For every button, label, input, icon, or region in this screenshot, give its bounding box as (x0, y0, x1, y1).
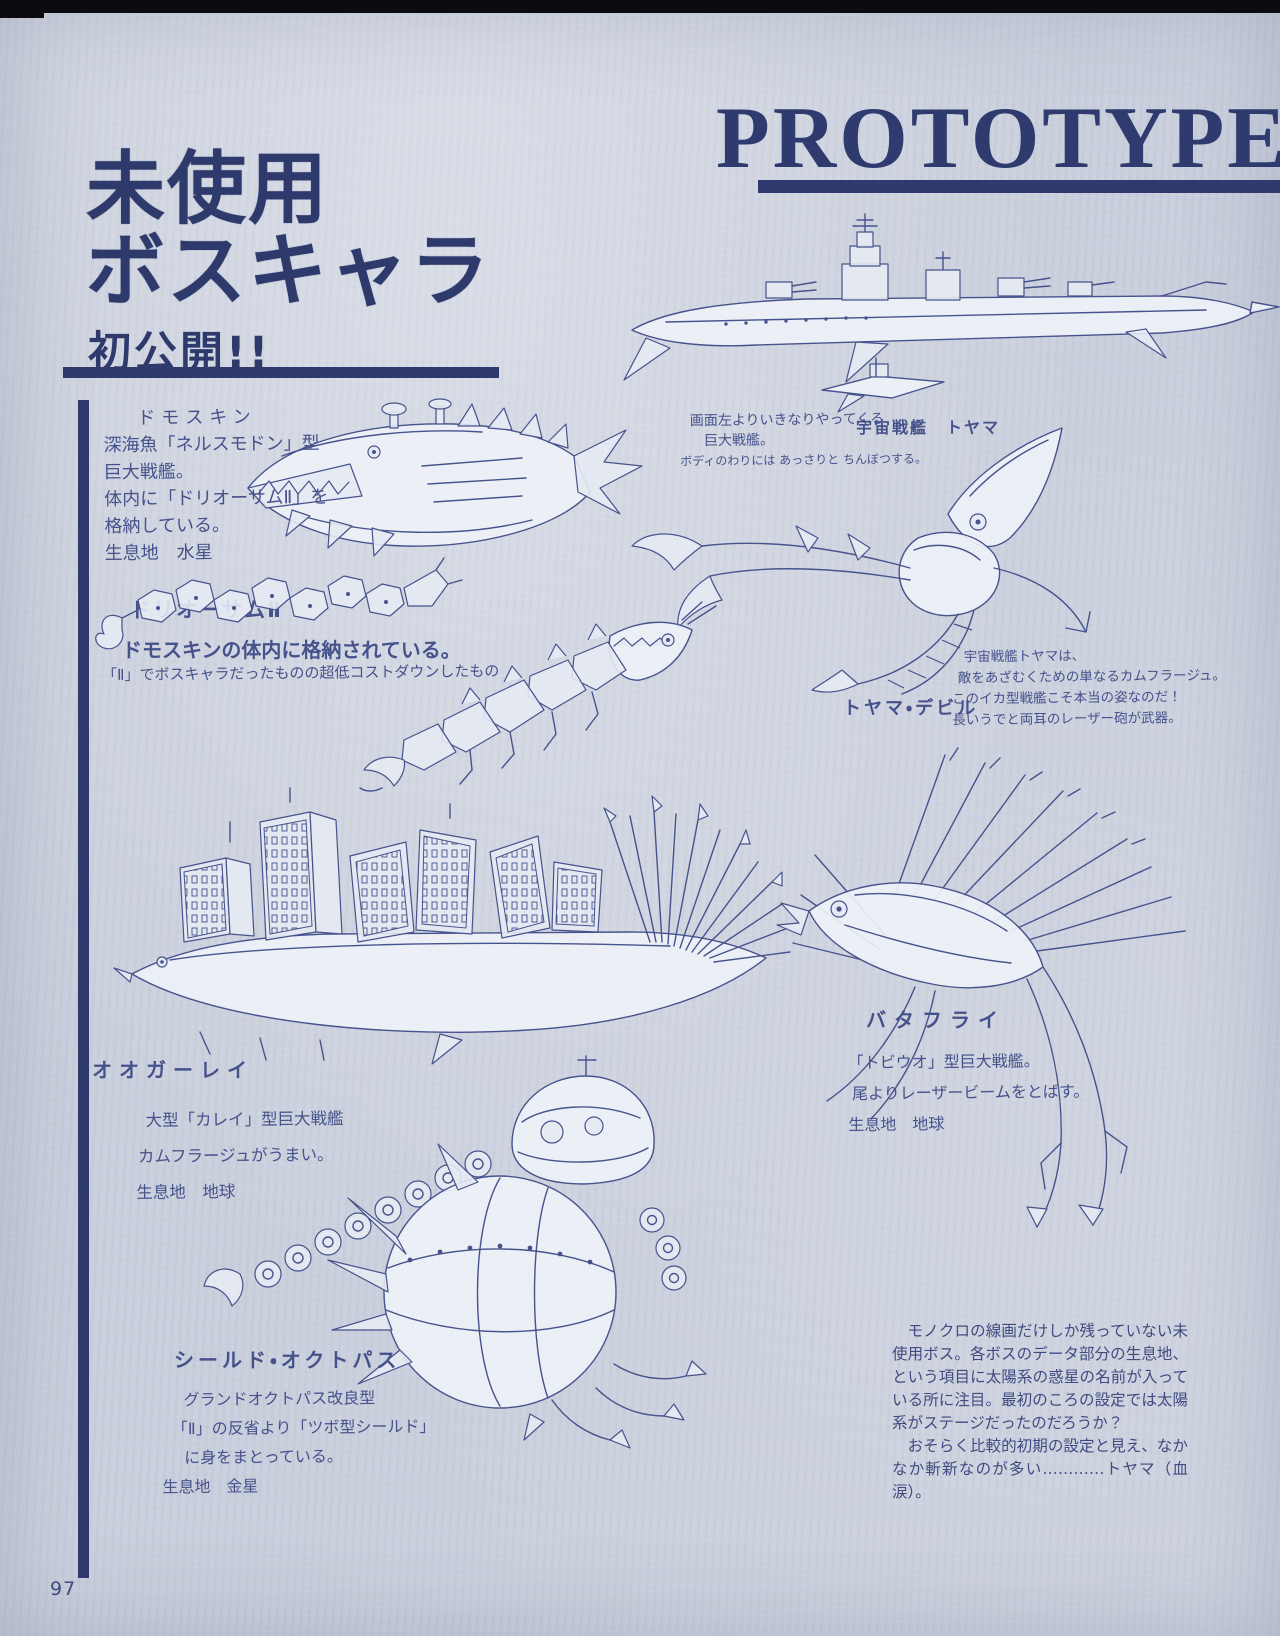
doriosam2-segments (137, 575, 405, 623)
doriosam2-caption: ドモスキンの体内に格納されている。 (122, 638, 461, 662)
toyama-devil-name-label: トヤマ・デビル (843, 698, 979, 719)
toyama-name-label: 宇宙戦艦 トヤマ (856, 418, 1001, 437)
octopus-arms (523, 1360, 707, 1449)
butterfly-note-line: 「トビウオ」型巨大戦艦。 (847, 1051, 1040, 1073)
shrimp-drawing (359, 601, 717, 792)
footer-paragraph-1: モノクロの線画だけしか残っていない未使用ボス。各ボスのデータ部分の生息地、という… (892, 1322, 1188, 1432)
butterfly-notes: 「トビウオ」型巨大戦艦。 尾よりレーザービームをとばす。 生息地 地球 (848, 1045, 1090, 1141)
toyama-devil-tails (811, 567, 1091, 695)
prototype-banner: PROTOTYPE (716, 90, 1280, 187)
shield-octopus-name-label: シールド・オクトパス (174, 1348, 401, 1372)
toyama-devil-arms (631, 525, 911, 629)
octopus-bead-chain (203, 1150, 687, 1307)
shield-octopus-note-line: 「Ⅱ」の反省より「ツボ型シールド」 (171, 1416, 436, 1439)
toyama-devil-note-line: 敵をあざむくための単なるカムフラージュ。 (957, 667, 1226, 687)
battleship-hull (623, 281, 1280, 383)
footer-commentary: モノクロの線画だけしか残っていない未使用ボス。各ボスのデータ部分の生息地、という… (892, 1320, 1188, 1504)
toyama-devil-notes: 宇宙戦艦トヤマは、 敵をあざむくための単なるカムフラージュ。 このイカ型戦艦こそ… (952, 645, 1227, 732)
domoskin-notes: ドモスキン 深海魚「ネルスモドン」型 巨大戦艦。 体内に「ドリオーサムⅡ」を 格… (103, 403, 329, 567)
page-title-line2: ボスキャラ (86, 225, 491, 318)
footer-paragraph-2: おそらく比較的初期の設定と見え、なかなか斬新なのが多い…………トヤマ（血涙）。 (892, 1437, 1188, 1501)
page-title-line1: 未使用 (86, 143, 329, 235)
butterfly-streamers (826, 966, 1128, 1228)
domoskin-note-line: 巨大戦艦。 (103, 461, 194, 484)
doriosam2-claws (95, 609, 139, 650)
page-title: 未使用 ボスキャラ (86, 148, 491, 312)
domoskin-note-line: 格納している。 (104, 514, 231, 538)
toyama-devil-note-line: このイカ型戦艦こそ本当の姿なのだ！ (952, 689, 1182, 708)
domoskin-note-line: 深海魚「ネルスモドン」型 (103, 432, 320, 457)
doriosam2-drawing (95, 557, 463, 650)
toyama-devil-drawing (631, 427, 1091, 695)
domoskin-note-line: 体内に「ドリオーサムⅡ」を (104, 486, 329, 511)
domoskin-mouth (247, 445, 381, 509)
domoskin-drawing (247, 398, 643, 557)
domoskin-name-label: ドモスキン (137, 406, 257, 429)
domoskin-spikes (285, 403, 569, 557)
scan-edge-corner (0, 0, 44, 18)
shield-octopus-note-line: に身をまとっている。 (184, 1446, 343, 1468)
title-underline-rule (63, 367, 499, 378)
octopus-spikes (327, 1143, 479, 1385)
doriosam2-head (403, 557, 463, 607)
toyama-devil-note-line: 長いうでと両耳のレーザー砲が武器。 (952, 710, 1182, 729)
left-vertical-rule (78, 400, 89, 1578)
scan-edge-bar (0, 0, 1280, 13)
page-number: 97 (50, 1578, 77, 1600)
oogarei-buildings (179, 787, 603, 943)
oogarei-spine-fan (603, 795, 791, 963)
shrimp-segments (401, 623, 627, 771)
shrimp-head (608, 601, 717, 681)
shrimp-legs (359, 691, 599, 792)
butterfly-name-label: バタフライ (866, 1008, 1006, 1032)
toyama-devil-note-line: 宇宙戦艦トヤマは、 (963, 648, 1086, 666)
shield-octopus-note-line: 生息地 金星 (162, 1476, 259, 1497)
oogarei-hull (113, 931, 767, 1065)
octopus-shell (383, 1175, 617, 1409)
domoskin-tail (421, 429, 643, 515)
butterfly-note-line: 尾よりレーザービームをとばす。 (851, 1081, 1090, 1104)
battleship-toyama-drawing (623, 213, 1280, 383)
shield-octopus-note-line: グランドオクトパス改良型 (183, 1388, 376, 1410)
butterfly-drawing (776, 747, 1186, 1228)
escort-ship-drawing (821, 357, 945, 413)
shield-octopus-drawing (203, 1055, 707, 1449)
domoskin-periscopes (381, 398, 452, 429)
toyama-devil-body (898, 531, 1001, 617)
oogarei-name-label: オオガーレイ (92, 1058, 254, 1082)
oogarei-drawing (113, 787, 791, 1065)
butterfly-body (776, 882, 1044, 989)
battleship-portholes (724, 316, 868, 326)
butterfly-note-line: 生息地 地球 (848, 1114, 945, 1135)
toyama-devil-head (947, 427, 1063, 547)
prototype-underline-rule (758, 180, 1280, 193)
octopus-helmet (511, 1055, 655, 1185)
battleship-superstructure (765, 213, 1115, 301)
shield-octopus-notes: グランドオクトパス改良型 「Ⅱ」の反省より「ツボ型シールド」 に身をまとっている… (162, 1383, 436, 1502)
